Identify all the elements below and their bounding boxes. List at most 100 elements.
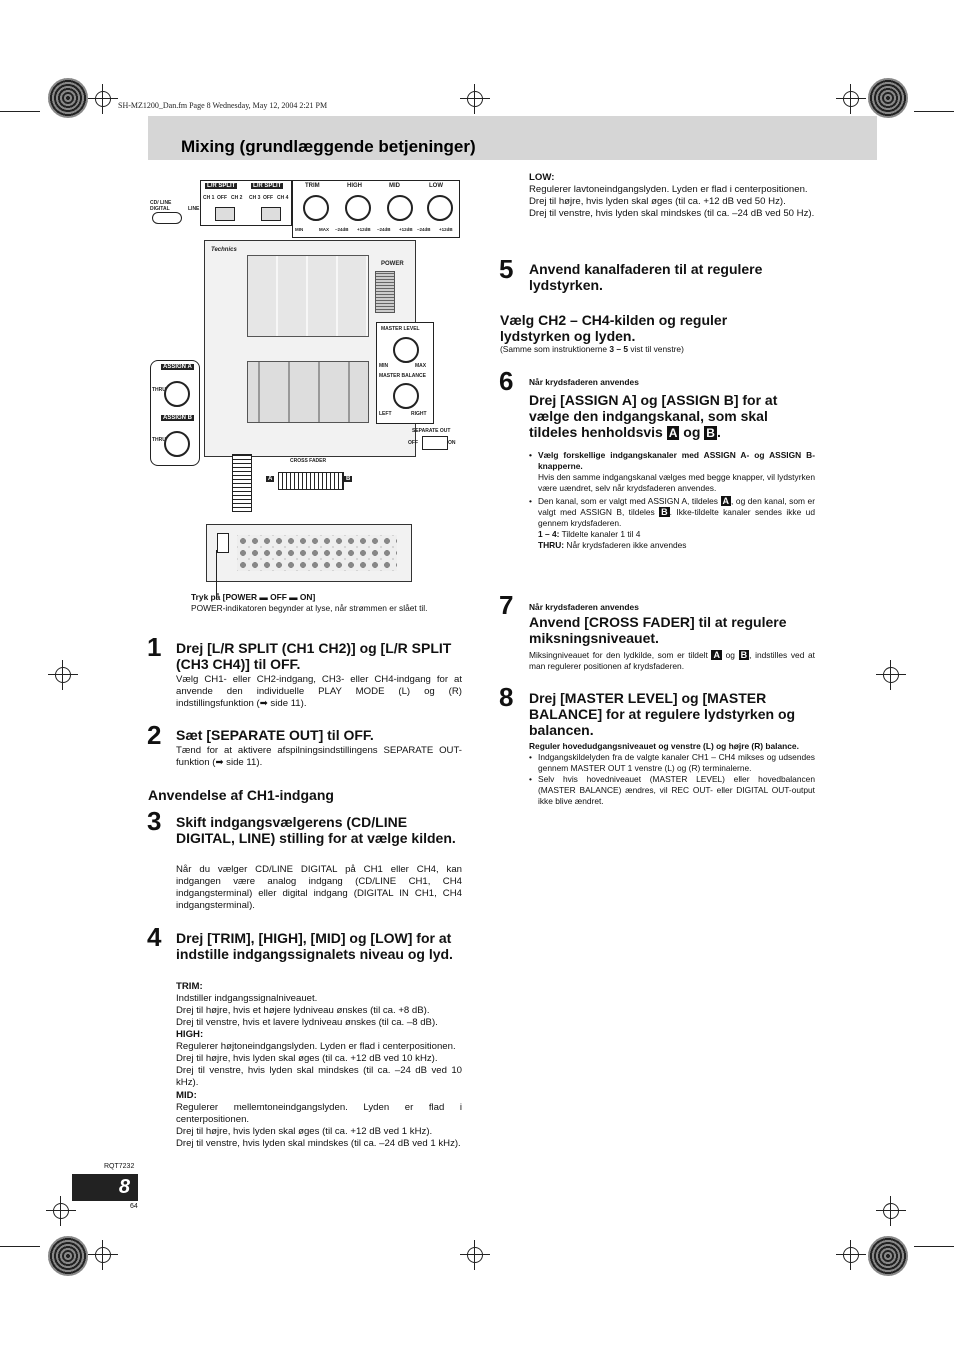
assign-b-knob[interactable] xyxy=(164,431,190,457)
brand-logo: Technics xyxy=(211,247,237,253)
section-subheading: Anvendelse af CH1-indgang xyxy=(148,787,334,803)
bullet-item: Indgangskildelyden fra de valgte kanaler… xyxy=(529,752,815,774)
input-selector-switch[interactable] xyxy=(152,212,182,224)
file-header: SH-MZ1200_Dan.fm Page 8 Wednesday, May 1… xyxy=(118,101,328,110)
note-text: (Samme som instruktionerne xyxy=(500,344,610,354)
mid-knob[interactable] xyxy=(387,195,413,221)
left-label: LEFT xyxy=(379,411,392,417)
eq-descriptions: TRIM: Indstiller indgangssignalniveauet.… xyxy=(176,981,462,1150)
crosshair-mark xyxy=(48,660,78,690)
step-heading: Drej [MASTER LEVEL] og [MASTER BALANCE] … xyxy=(529,690,796,738)
crosshair-mark xyxy=(46,1196,76,1226)
range-label: MAX xyxy=(319,227,329,232)
trim-line xyxy=(0,111,40,112)
off-label: OFF xyxy=(263,195,273,201)
registration-dot xyxy=(48,1236,88,1276)
step-number: 7 xyxy=(499,590,514,620)
crosshair-mark xyxy=(460,1240,490,1270)
master-level-knob[interactable] xyxy=(393,337,419,363)
bullet-text: , og den kanal, som er valgt med ASSIGN … xyxy=(538,496,815,517)
bullet-text: Hvis den samme indgangskanal vælges med … xyxy=(538,472,815,493)
section-subheading: Vælg CH2 – CH4-kilden og reguler lydstyr… xyxy=(500,312,728,344)
step-heading: Sæt [SEPARATE OUT] til OFF. xyxy=(176,727,374,743)
power-switch[interactable] xyxy=(217,533,229,553)
high-knob[interactable] xyxy=(345,195,371,221)
label-b-box: B xyxy=(738,650,750,660)
channel-fader-detail xyxy=(232,454,252,512)
bullet-item: Selv hvis hovedniveauet (MASTER LEVEL) e… xyxy=(529,774,815,807)
step-number: 3 xyxy=(147,806,162,836)
crosshair-mark xyxy=(836,84,866,114)
og-text: og xyxy=(725,650,735,660)
trim-line: Indstiller indgangssignalniveauet. xyxy=(176,993,318,1004)
master-level-label: MASTER LEVEL xyxy=(381,326,420,332)
master-balance-knob[interactable] xyxy=(393,383,419,409)
trim-knob[interactable] xyxy=(303,195,329,221)
ch3-label: CH 3 xyxy=(249,195,261,201)
high-line: Drej til venstre, hvis lyden skal mindsk… xyxy=(176,1065,462,1088)
step-heading: Drej [TRIM], [HIGH], [MID] og [LOW] for … xyxy=(176,930,453,962)
step-heading: Drej [L/R SPLIT (CH1 CH2)] og [L/R SPLIT… xyxy=(176,640,452,672)
low-knob[interactable] xyxy=(427,195,453,221)
range-label: MIN xyxy=(295,227,304,232)
eq-knob-panel: TRIM HIGH MID LOW MIN MAX –24dB +12dB –2… xyxy=(292,180,460,238)
step-precondition: Når krydsfaderen anvendes xyxy=(529,602,639,612)
step-text: Vælg CH1- eller CH2-indgang, CH3- eller … xyxy=(176,674,462,709)
level-meter xyxy=(375,271,395,313)
step-text: Når du vælger CD/LINE DIGITAL på CH1 ell… xyxy=(176,864,462,911)
separate-out-switch[interactable] xyxy=(422,436,448,450)
lr-split-switch-1[interactable] xyxy=(215,207,235,221)
range-label: –24dB xyxy=(377,227,391,232)
max-label: MAX xyxy=(415,363,427,369)
trim-line xyxy=(0,1246,40,1247)
power-caption: Tryk på [POWER ▬ OFF ▬ ON] POWER-indikat… xyxy=(191,592,461,614)
fader-a-label: A xyxy=(266,476,275,482)
crosshair-mark xyxy=(88,84,118,114)
step-heading: Anvend kanalfaderen til at regulere lyds… xyxy=(529,261,763,293)
registration-dot xyxy=(48,78,88,118)
channel-faders[interactable] xyxy=(247,361,369,423)
channel-strips xyxy=(247,255,369,337)
off-label: OFF xyxy=(408,440,418,446)
note-bold: 3 – 5 xyxy=(609,344,629,354)
assign-a-label: ASSIGN A xyxy=(161,364,194,370)
step-number: 1 xyxy=(147,632,162,662)
heading-text: Drej [ASSIGN A] og [ASSIGN B] for at væl… xyxy=(529,392,778,440)
crosshair-mark xyxy=(876,1196,906,1226)
cross-fader[interactable] xyxy=(278,472,344,490)
bullet-text: Den kanal, som er valgt med ASSIGN A, ti… xyxy=(538,496,718,506)
min-label: MIN xyxy=(379,363,389,369)
bullet-text: . Ikke-tildelte kanaler sendes ikke ud g… xyxy=(538,507,815,528)
low-line: Drej til venstre, hvis lyden skal mindsk… xyxy=(529,208,815,219)
mid-line: Regulerer mellemtoneindgangslyden. Lyden… xyxy=(176,1102,462,1125)
off-label: OFF xyxy=(217,195,227,201)
section-note: (Samme som instruktionerne 3 – 5 vist ti… xyxy=(500,344,684,355)
cross-fader-label: CROSS FADER xyxy=(290,458,327,464)
range-label: +12dB xyxy=(439,227,453,232)
step-text-part: Miksingniveauet for den lydkilde, som er… xyxy=(529,650,708,660)
trim-line: Drej til venstre, hvis et lavere lydnive… xyxy=(176,1017,438,1028)
range-label: –24dB xyxy=(417,227,431,232)
fader-b-label: B xyxy=(344,476,353,482)
mixer-figure: L/R SPLIT L/R SPLIT CH 1 OFF CH 2 CH 3 O… xyxy=(150,178,465,598)
thru-label: THRU: xyxy=(538,540,565,550)
thru-label: THRU xyxy=(152,387,166,393)
registration-dot xyxy=(868,78,908,118)
label-b-box: B xyxy=(659,507,670,517)
power-label: POWER xyxy=(381,261,404,267)
doc-code: RQT7232 xyxy=(104,1163,135,1170)
crosshair-mark xyxy=(88,1240,118,1270)
mid-line: Drej til venstre, hvis lyden skal mindsk… xyxy=(176,1138,461,1149)
mixer-body: Technics POWER xyxy=(204,240,416,457)
lr-split-panel: L/R SPLIT L/R SPLIT CH 1 OFF CH 2 CH 3 O… xyxy=(200,180,292,226)
ch1-label: CH 1 xyxy=(203,195,215,201)
label-a-box: A xyxy=(711,650,722,660)
page-title: Mixing (grundlæggende betjeninger) xyxy=(181,137,476,156)
mid-label: MID xyxy=(389,183,400,189)
registration-dot xyxy=(868,1236,908,1276)
thru-label: THRU xyxy=(152,437,166,443)
og-text: og xyxy=(683,424,701,440)
assign-a-knob[interactable] xyxy=(164,381,190,407)
step-number: 6 xyxy=(499,366,514,396)
lr-split-switch-2[interactable] xyxy=(261,207,281,221)
